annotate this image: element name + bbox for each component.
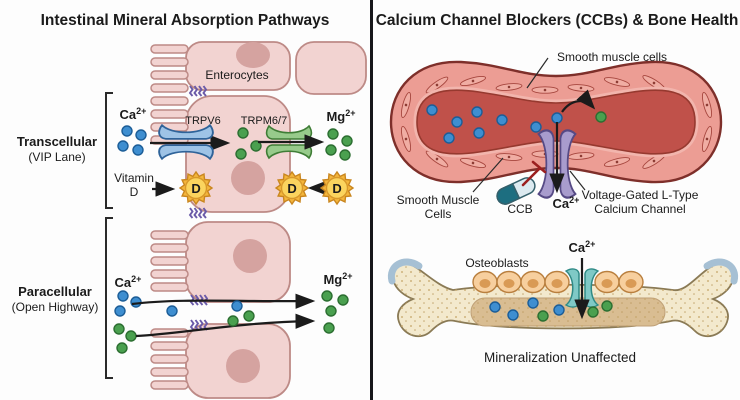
ccb-label: CCB bbox=[507, 202, 532, 216]
magnesium-ions bbox=[325, 128, 353, 161]
trpm67-label: TRPM6/7 bbox=[241, 115, 287, 127]
calcium-label: Ca2+ bbox=[553, 195, 580, 211]
minerals-in-bone bbox=[489, 297, 613, 322]
tight-junction-icon bbox=[189, 207, 207, 219]
enterocytes-label: Enterocytes bbox=[205, 68, 268, 82]
vitamin-d-sun-icon: D bbox=[179, 171, 213, 205]
magnesium-label: Mg2+ bbox=[323, 271, 352, 287]
bone bbox=[387, 258, 739, 338]
trpv6-label: TRPV6 bbox=[185, 115, 220, 127]
magnesium-ions-in-cell bbox=[235, 127, 262, 160]
paracellular-calcium-arrow bbox=[131, 293, 316, 309]
svg-text:D: D bbox=[332, 181, 341, 196]
transcellular-sublabel: (VIP Lane) bbox=[28, 150, 85, 164]
paracellular-magnesium-arrow bbox=[135, 313, 316, 338]
vitamin-d-label2: D bbox=[130, 185, 139, 199]
smooth-muscle-bottom-label: Smooth Muscle bbox=[397, 193, 480, 207]
svg-text:D: D bbox=[287, 181, 296, 196]
right-panel-title: Calcium Channel Blockers (CCBs) & Bone H… bbox=[376, 12, 739, 29]
cartilage-cap-left bbox=[387, 258, 423, 285]
magnesium-ions bbox=[113, 323, 137, 354]
paracellular-sublabel: (Open Highway) bbox=[12, 300, 99, 314]
calcium-label: Ca2+ bbox=[115, 274, 142, 290]
ccb-pill-icon bbox=[496, 177, 536, 205]
microvilli-brush-border bbox=[150, 44, 189, 390]
paracellular-bracket: Paracellular (Open Highway) bbox=[12, 217, 113, 379]
cartilage-cap-right bbox=[703, 258, 739, 285]
vitamin-d-row: Vitamin D D D D bbox=[114, 171, 354, 205]
svg-text:D: D bbox=[191, 181, 200, 196]
vitamin-d-label: Vitamin bbox=[114, 171, 154, 185]
osteoblasts-label: Osteoblasts bbox=[465, 256, 528, 270]
transcellular-label: Transcellular bbox=[17, 134, 97, 149]
panel-intestinal-absorption: Intestinal Mineral Absorption Pathways E… bbox=[12, 12, 367, 399]
calcium-label: Ca2+ bbox=[120, 106, 147, 122]
panel-ccb-bone-health: Calcium Channel Blockers (CCBs) & Bone H… bbox=[376, 12, 739, 365]
magnesium-label: Mg2+ bbox=[326, 108, 355, 124]
calcium-ions bbox=[117, 125, 147, 156]
calcium-ions-in-blood bbox=[426, 104, 563, 144]
smooth-muscle-bottom-label2: Cells bbox=[425, 207, 452, 221]
mineralization-caption: Mineralization Unaffected bbox=[484, 350, 636, 365]
ltype-channel-label2: Calcium Channel bbox=[594, 202, 685, 216]
blood-vessel bbox=[389, 60, 723, 198]
paracellular-label: Paracellular bbox=[18, 284, 92, 299]
bone-speckle-texture bbox=[392, 263, 734, 337]
absorbed-ions bbox=[321, 290, 349, 334]
panel-divider bbox=[370, 0, 373, 400]
enterocyte-cells: Enterocytes bbox=[150, 41, 367, 399]
inhibition-t-bar bbox=[521, 160, 547, 187]
transcellular-pathway: Ca2+ TRPV6 TRPM6/7 Mg2+ bbox=[114, 106, 356, 205]
ions-in-junction bbox=[166, 300, 255, 327]
transcellular-bracket: Transcellular (VIP Lane) bbox=[17, 92, 113, 209]
left-panel-title: Intestinal Mineral Absorption Pathways bbox=[41, 12, 330, 29]
paracellular-pathway: Ca2+ Mg2+ bbox=[113, 271, 353, 354]
pointer-line bbox=[472, 157, 504, 193]
ion-dot bbox=[595, 111, 607, 123]
pointer-line bbox=[569, 170, 586, 191]
vitamin-d-sun-icon: D bbox=[320, 171, 354, 205]
calcium-label: Ca2+ bbox=[569, 239, 596, 255]
ion-exchange-arrow bbox=[561, 89, 596, 113]
pointer-line bbox=[526, 57, 549, 89]
vitamin-d-sun-icon: D bbox=[275, 171, 309, 205]
ltype-channel-label: Voltage-Gated L-Type bbox=[582, 188, 699, 202]
smooth-muscle-top-label: Smooth muscle cells bbox=[557, 50, 667, 64]
